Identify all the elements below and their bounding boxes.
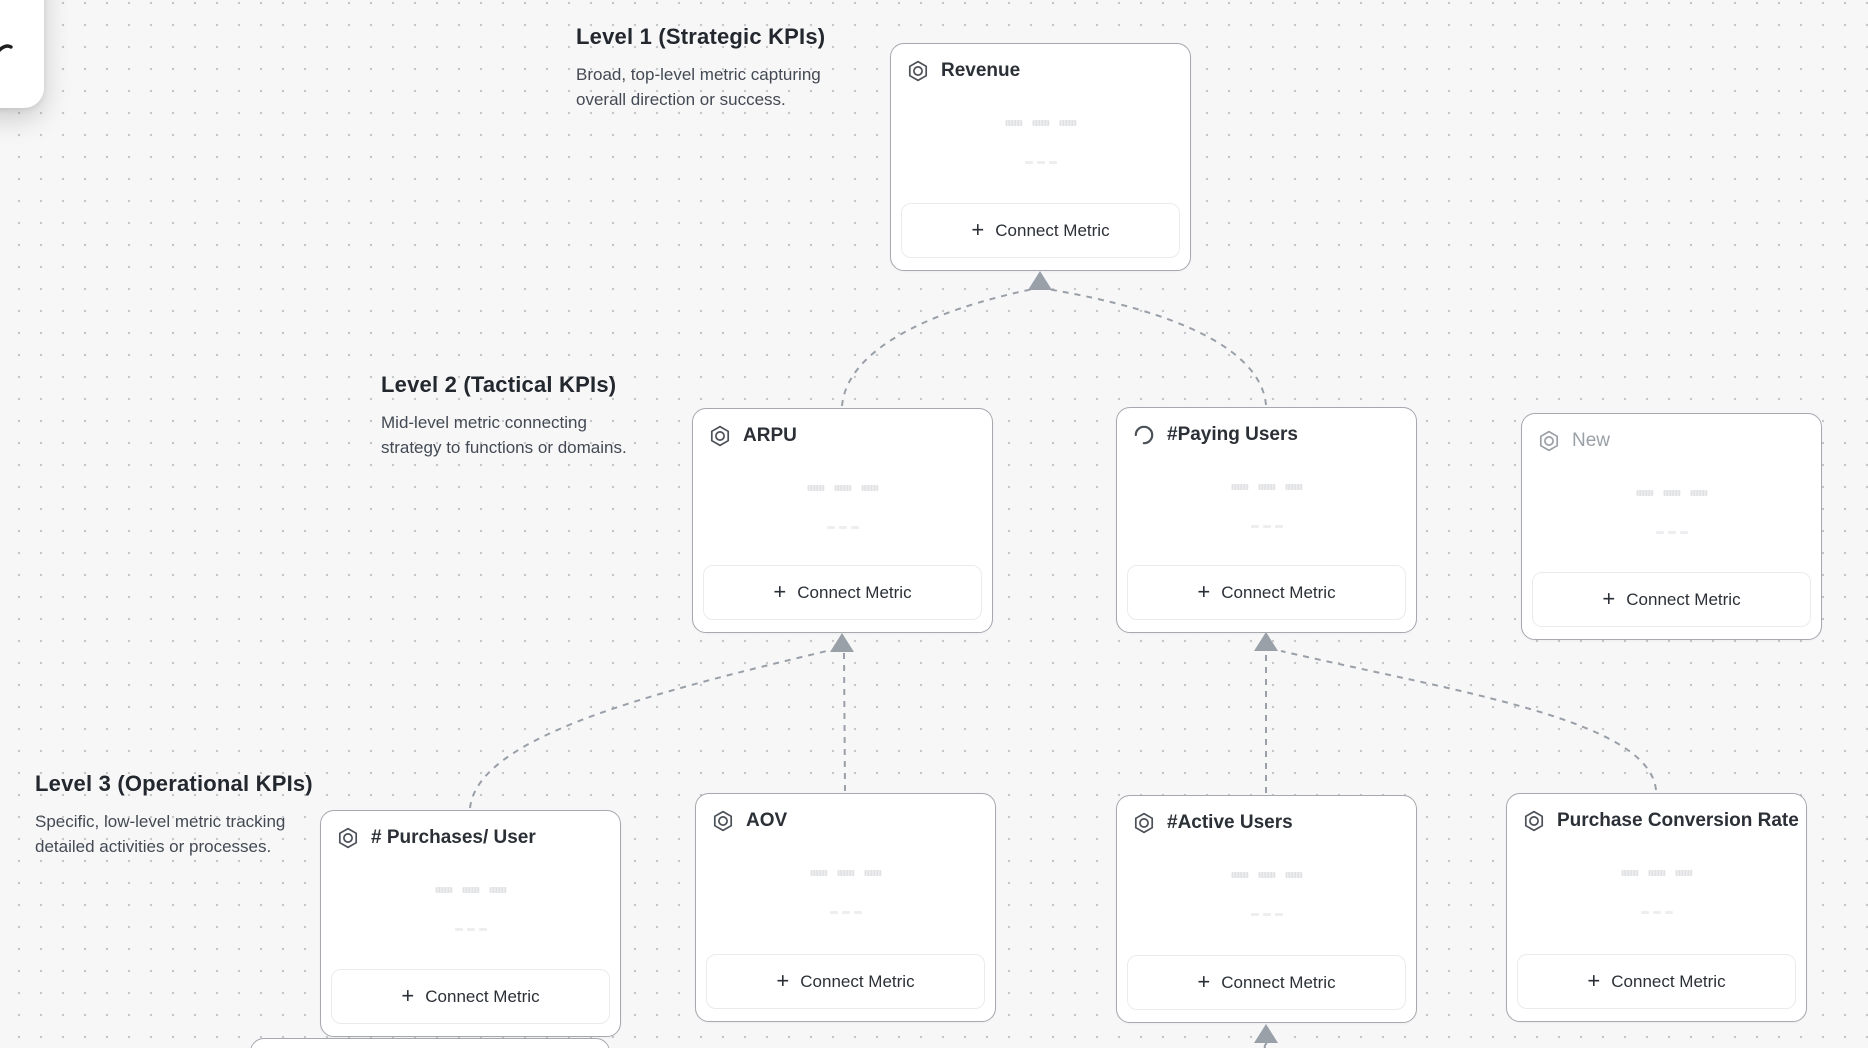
arrowhead-into-payingusers	[1254, 632, 1278, 651]
connect-metric-button[interactable]: + Connect Metric	[706, 954, 985, 1009]
skeleton-bars	[1621, 870, 1692, 876]
level-1-title: Level 1 (Strategic KPIs)	[576, 24, 826, 49]
plus-icon: +	[773, 578, 787, 604]
metric-node-clipped-bottom[interactable]	[250, 1038, 610, 1048]
skeleton-bars	[1636, 490, 1707, 496]
level-1-description: Broad, top-level metric capturing overal…	[576, 65, 821, 109]
connect-metric-button[interactable]: + Connect Metric	[703, 565, 982, 620]
connect-metric-button[interactable]: + Connect Metric	[1532, 572, 1811, 627]
connect-metric-label: Connect Metric	[1611, 971, 1726, 991]
metric-node-active-users[interactable]: #Active Users + Connect Metric	[1116, 795, 1417, 1023]
skeleton-bars	[435, 887, 506, 893]
connector-payingusers-revenue	[1046, 288, 1267, 406]
metric-node-paying-users[interactable]: #Paying Users + Connect Metric	[1116, 407, 1417, 633]
metric-node-revenue[interactable]: Revenue + Connect Metric	[890, 43, 1191, 271]
level-3-title: Level 3 (Operational KPIs)	[35, 771, 313, 796]
node-header: #Active Users	[1117, 796, 1416, 835]
arrowhead-into-activeusers	[1254, 1024, 1278, 1043]
plus-icon: +	[1197, 968, 1211, 994]
skeleton-bars	[810, 870, 881, 876]
node-title: ARPU	[743, 425, 797, 446]
skeleton-bars	[1005, 120, 1076, 126]
hexagon-metric-icon	[1539, 430, 1559, 452]
metric-node-arpu[interactable]: ARPU + Connect Metric	[692, 408, 993, 633]
node-header: AOV	[696, 794, 995, 833]
plus-icon: +	[1197, 578, 1211, 604]
node-title: AOV	[746, 810, 788, 831]
hexagon-metric-icon	[338, 827, 358, 849]
connect-metric-label: Connect Metric	[797, 582, 912, 602]
node-title: #Active Users	[1167, 812, 1293, 833]
connect-metric-label: Connect Metric	[1221, 582, 1336, 602]
metric-node-purchase-conversion-rate[interactable]: Purchase Conversion Rate + Connect Metri…	[1506, 793, 1807, 1022]
floating-panel[interactable]	[0, 0, 44, 108]
plus-icon: +	[401, 982, 415, 1008]
pen-stroke-icon	[0, 44, 13, 53]
metric-node-aov[interactable]: AOV + Connect Metric	[695, 793, 996, 1022]
node-header: Revenue	[891, 44, 1190, 83]
skeleton-bars	[1231, 484, 1302, 490]
node-title: New	[1572, 430, 1611, 451]
connect-metric-button[interactable]: + Connect Metric	[1127, 565, 1406, 620]
node-header: # Purchases/ User	[321, 811, 620, 850]
plus-icon: +	[1587, 967, 1601, 993]
connect-metric-button[interactable]: + Connect Metric	[901, 203, 1180, 258]
connect-metric-button[interactable]: + Connect Metric	[1127, 955, 1406, 1010]
node-title: # Purchases/ User	[371, 827, 536, 848]
plus-icon: +	[971, 216, 985, 242]
skeleton-dashes	[1024, 161, 1057, 164]
node-header: Purchase Conversion Rate	[1507, 794, 1806, 833]
connector-offscreen-activeusers	[1263, 1042, 1268, 1048]
skeleton-dashes	[454, 928, 487, 931]
level-2-label: Level 2 (Tactical KPIs) Mid-level metric…	[381, 372, 633, 460]
skeleton-dashes	[1250, 913, 1283, 916]
hexagon-metric-icon	[1524, 810, 1544, 832]
connect-metric-label: Connect Metric	[1626, 589, 1741, 609]
skeleton-bars	[1231, 872, 1302, 878]
connect-metric-button[interactable]: + Connect Metric	[1517, 954, 1796, 1009]
skeleton-dashes	[1250, 525, 1283, 528]
skeleton-bars	[807, 485, 878, 491]
level-1-label: Level 1 (Strategic KPIs) Broad, top-leve…	[576, 24, 840, 112]
hexagon-metric-icon	[1134, 812, 1154, 834]
connector-aov-arpu	[843, 652, 846, 792]
connector-purchases-arpu	[469, 649, 832, 809]
connect-metric-label: Connect Metric	[425, 986, 540, 1006]
connect-metric-button[interactable]: + Connect Metric	[331, 969, 610, 1024]
arrowhead-into-revenue	[1028, 271, 1052, 290]
level-2-title: Level 2 (Tactical KPIs)	[381, 372, 617, 397]
skeleton-dashes	[826, 526, 859, 529]
level-3-label: Level 3 (Operational KPIs) Specific, low…	[35, 771, 313, 859]
skeleton-dashes	[1655, 531, 1688, 534]
arrowhead-into-arpu	[830, 633, 854, 652]
level-3-description: Specific, low-level metric tracking deta…	[35, 812, 286, 856]
node-title: #Paying Users	[1167, 424, 1298, 445]
metric-node-new[interactable]: New + Connect Metric	[1521, 413, 1822, 640]
hexagon-metric-icon	[710, 425, 730, 447]
connect-metric-label: Connect Metric	[995, 220, 1110, 240]
node-header: ARPU	[693, 409, 992, 448]
node-title: Revenue	[941, 60, 1021, 81]
plus-icon: +	[1602, 585, 1616, 611]
skeleton-dashes	[1640, 911, 1673, 914]
connect-metric-label: Connect Metric	[800, 971, 915, 991]
node-header: #Paying Users	[1117, 408, 1416, 447]
hexagon-metric-icon	[908, 60, 928, 82]
connect-metric-label: Connect Metric	[1221, 972, 1336, 992]
connector-arpu-revenue	[841, 288, 1034, 407]
spinner-icon	[1134, 425, 1154, 445]
hexagon-metric-icon	[713, 810, 733, 832]
level-2-description: Mid-level metric connecting strategy to …	[381, 413, 627, 457]
metric-node-purchases-per-user[interactable]: # Purchases/ User + Connect Metric	[320, 810, 621, 1037]
node-header: New	[1522, 414, 1821, 453]
node-title: Purchase Conversion Rate	[1557, 810, 1799, 831]
plus-icon: +	[776, 967, 790, 993]
skeleton-dashes	[829, 911, 862, 914]
connector-pcr-payingusers	[1280, 650, 1657, 791]
